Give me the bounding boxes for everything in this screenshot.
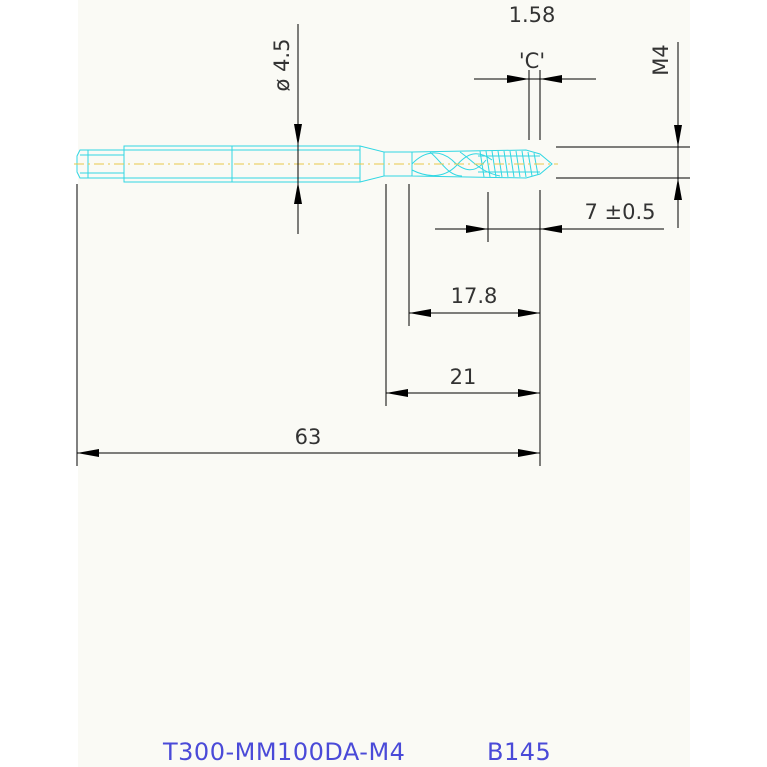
dimension-lines [76,24,690,466]
sheet-background [78,0,690,767]
flute-length-label: 17.8 [451,284,498,308]
thread-length-label: 7 ±0.5 [584,200,655,224]
part-number-caption: T300-MM100DA-M4 [162,738,405,766]
chamfer-width-label: 1.58 [509,3,556,27]
part-code-caption: B145 [487,738,551,766]
shank-diameter-label: ø 4.5 [270,39,294,92]
overall-length-label: 63 [295,425,322,449]
chamfer-tag-label: 'C' [519,49,545,73]
thread-size-label: M4 [649,44,673,75]
neck-length-label: 21 [450,365,477,389]
